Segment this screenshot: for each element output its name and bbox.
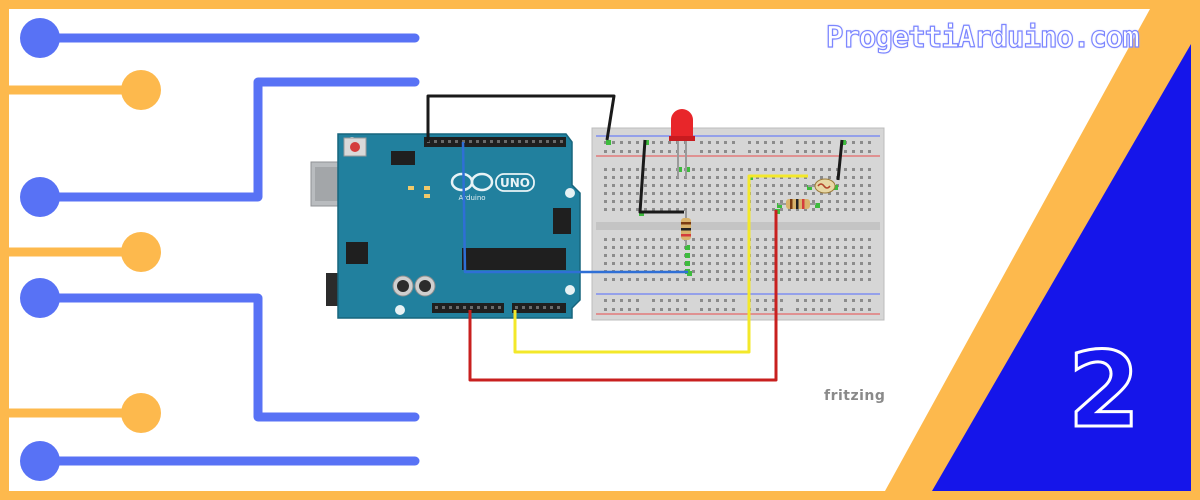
wire-black-led <box>638 139 684 214</box>
arduino-uno-board: UNO Arduino <box>310 133 581 319</box>
arduino-logo <box>450 172 494 192</box>
trace-blue-3 <box>35 293 420 422</box>
led-component <box>669 109 695 178</box>
resistor-1 <box>681 210 691 246</box>
power-header <box>432 303 504 313</box>
node-blue-3 <box>20 278 60 318</box>
corner-triangle-blue <box>932 44 1191 491</box>
circuit-nodes <box>20 18 161 481</box>
node-orange-1 <box>121 70 161 110</box>
trace-blue-2 <box>35 77 420 202</box>
node-blue-1 <box>20 18 60 58</box>
wire-blue <box>461 141 688 274</box>
fritzing-credit: fritzing <box>824 388 886 404</box>
resistor-2 <box>778 199 816 209</box>
wires <box>426 94 844 382</box>
node-blue-4 <box>20 441 60 481</box>
led-icon <box>671 109 693 138</box>
wire-black-right <box>836 139 844 181</box>
wire-yellow <box>513 174 808 354</box>
episode-number: 2 <box>1066 329 1141 452</box>
circuit-traces <box>4 33 420 466</box>
node-orange-3 <box>121 393 161 433</box>
digital-header <box>424 137 566 147</box>
board-model: UNO <box>500 176 530 190</box>
atmega-chip <box>462 248 566 270</box>
brand-logo-text: ProgettiArduino.com <box>825 19 1140 54</box>
wire-red <box>468 210 778 382</box>
wire-black-gnd <box>426 94 616 142</box>
board-maker: Arduino <box>458 194 485 202</box>
photoresistor <box>808 178 836 194</box>
breadboard <box>591 127 885 321</box>
node-blue-2 <box>20 177 60 217</box>
node-orange-2 <box>121 232 161 272</box>
